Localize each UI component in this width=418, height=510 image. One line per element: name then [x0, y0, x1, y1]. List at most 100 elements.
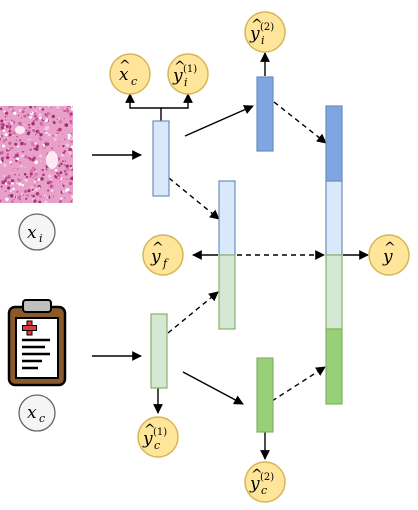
- tissue-speck: [46, 196, 48, 198]
- tissue-speck: [35, 110, 37, 112]
- tissue-speck: [1, 156, 4, 160]
- tissue-speck: [57, 175, 61, 180]
- tissue-speck: [8, 174, 12, 178]
- tissue-speck: [57, 176, 59, 178]
- tissue-speck: [63, 109, 67, 113]
- tissue-speck: [29, 117, 32, 119]
- tissue-speck: [65, 178, 68, 180]
- tissue-speck: [51, 189, 54, 192]
- tissue-speck: [20, 202, 23, 203]
- tissue-speck: [42, 173, 45, 177]
- tissue-speck: [33, 112, 37, 116]
- tissue-speck: [38, 195, 42, 199]
- tissue-speck: [61, 108, 63, 110]
- tissue-speck: [56, 106, 60, 110]
- tissue-speck: [32, 127, 35, 130]
- node-yf-hat: y f ^: [142, 234, 184, 276]
- tissue-speck: [66, 167, 70, 171]
- tissue-speck: [38, 113, 42, 116]
- tissue-speck: [7, 137, 9, 139]
- input-xc-base: x: [27, 403, 37, 423]
- tissue-speck: [20, 141, 24, 146]
- node-yi1-hat: y i (1) ^: [167, 53, 209, 95]
- tissue-speck: [3, 175, 5, 177]
- tissue-speck: [38, 186, 41, 189]
- tissue-speck: [0, 135, 2, 138]
- tissue-speck: [25, 155, 29, 159]
- tissue-speck: [63, 145, 65, 147]
- node-yc1-hat: y c (1) ^: [137, 416, 179, 458]
- arrow-enc-to-yi1: [161, 93, 193, 109]
- tissue-speck: [32, 120, 35, 123]
- node-yf-hat-sub: f: [162, 257, 169, 270]
- tissue-speck: [17, 115, 20, 117]
- tissue-speck: [11, 147, 13, 149]
- tissue-speck: [0, 107, 3, 110]
- tissue-speck: [9, 108, 13, 111]
- tissue-speck: [25, 139, 27, 141]
- tissue-speck: [39, 133, 43, 137]
- tissue-speck: [61, 133, 64, 135]
- node-y-hat-accent: ^: [384, 240, 396, 256]
- tissue-speck: [18, 182, 22, 186]
- tissue-speck: [41, 108, 45, 111]
- tissue-speck: [70, 137, 72, 139]
- tissue-speck: [24, 189, 28, 193]
- tissue-speck: [51, 113, 53, 115]
- tissue-speck: [23, 173, 27, 176]
- node-yc1-hat-accent: ^: [144, 422, 156, 438]
- tissue-speck: [67, 136, 71, 140]
- tissue-speck: [15, 196, 18, 199]
- node-yi2-hat-sub: i: [261, 34, 265, 47]
- tissue-speck: [64, 160, 66, 162]
- fusion-image-part: [218, 180, 236, 256]
- tissue-speck: [13, 134, 15, 137]
- tissue-speck: [25, 175, 29, 179]
- tissue-speck: [45, 131, 48, 134]
- tissue-speck: [41, 119, 44, 122]
- tissue-speck: [10, 121, 14, 125]
- tissue-speck: [40, 123, 44, 127]
- tissue-speck: [44, 119, 46, 121]
- tissue-speck: [57, 145, 60, 147]
- tissue-speck: [63, 150, 66, 153]
- tissue-speck: [5, 138, 7, 141]
- tissue-speck: [70, 122, 72, 124]
- tissue-speck: [33, 199, 37, 203]
- tissue-speck: [65, 164, 69, 168]
- tissue-speck: [4, 111, 9, 115]
- tissue-speck: [33, 147, 36, 150]
- tissue-speck: [48, 196, 51, 199]
- tissue-speck: [60, 162, 63, 165]
- input-xi-label: x i: [18, 213, 56, 251]
- tissue-speck: [23, 142, 27, 146]
- tissue-speck: [34, 117, 39, 121]
- tissue-speck: [2, 144, 5, 148]
- tissue-speck: [12, 131, 16, 135]
- tissue-speck: [31, 158, 33, 160]
- tissue-speck: [44, 200, 48, 203]
- tissue-speck: [9, 161, 12, 164]
- tissue-speck: [47, 190, 49, 192]
- tissue-speck: [59, 180, 61, 182]
- tissue-speck: [21, 110, 25, 114]
- input-xi-base: x: [27, 223, 37, 243]
- node-yi1-hat-sup: (1): [183, 64, 197, 75]
- tissue-speck: [6, 153, 9, 156]
- tissue-speck: [47, 174, 52, 178]
- node-yi1-hat-base: y: [172, 66, 183, 86]
- tissue-speck: [43, 142, 46, 144]
- fusion-block: [218, 180, 236, 330]
- node-yc1-hat-sub: c: [154, 439, 160, 452]
- tissue-speck: [0, 185, 3, 188]
- tissue-speck: [48, 195, 51, 197]
- tissue-speck: [50, 184, 52, 186]
- tissue-speck: [70, 107, 73, 111]
- tissue-speck: [68, 181, 73, 186]
- tissue-speck: [32, 128, 36, 132]
- tissue-speck: [26, 193, 30, 198]
- tissue-speck: [64, 123, 69, 127]
- tissue-speck: [5, 176, 9, 180]
- tissue-speck: [31, 122, 35, 126]
